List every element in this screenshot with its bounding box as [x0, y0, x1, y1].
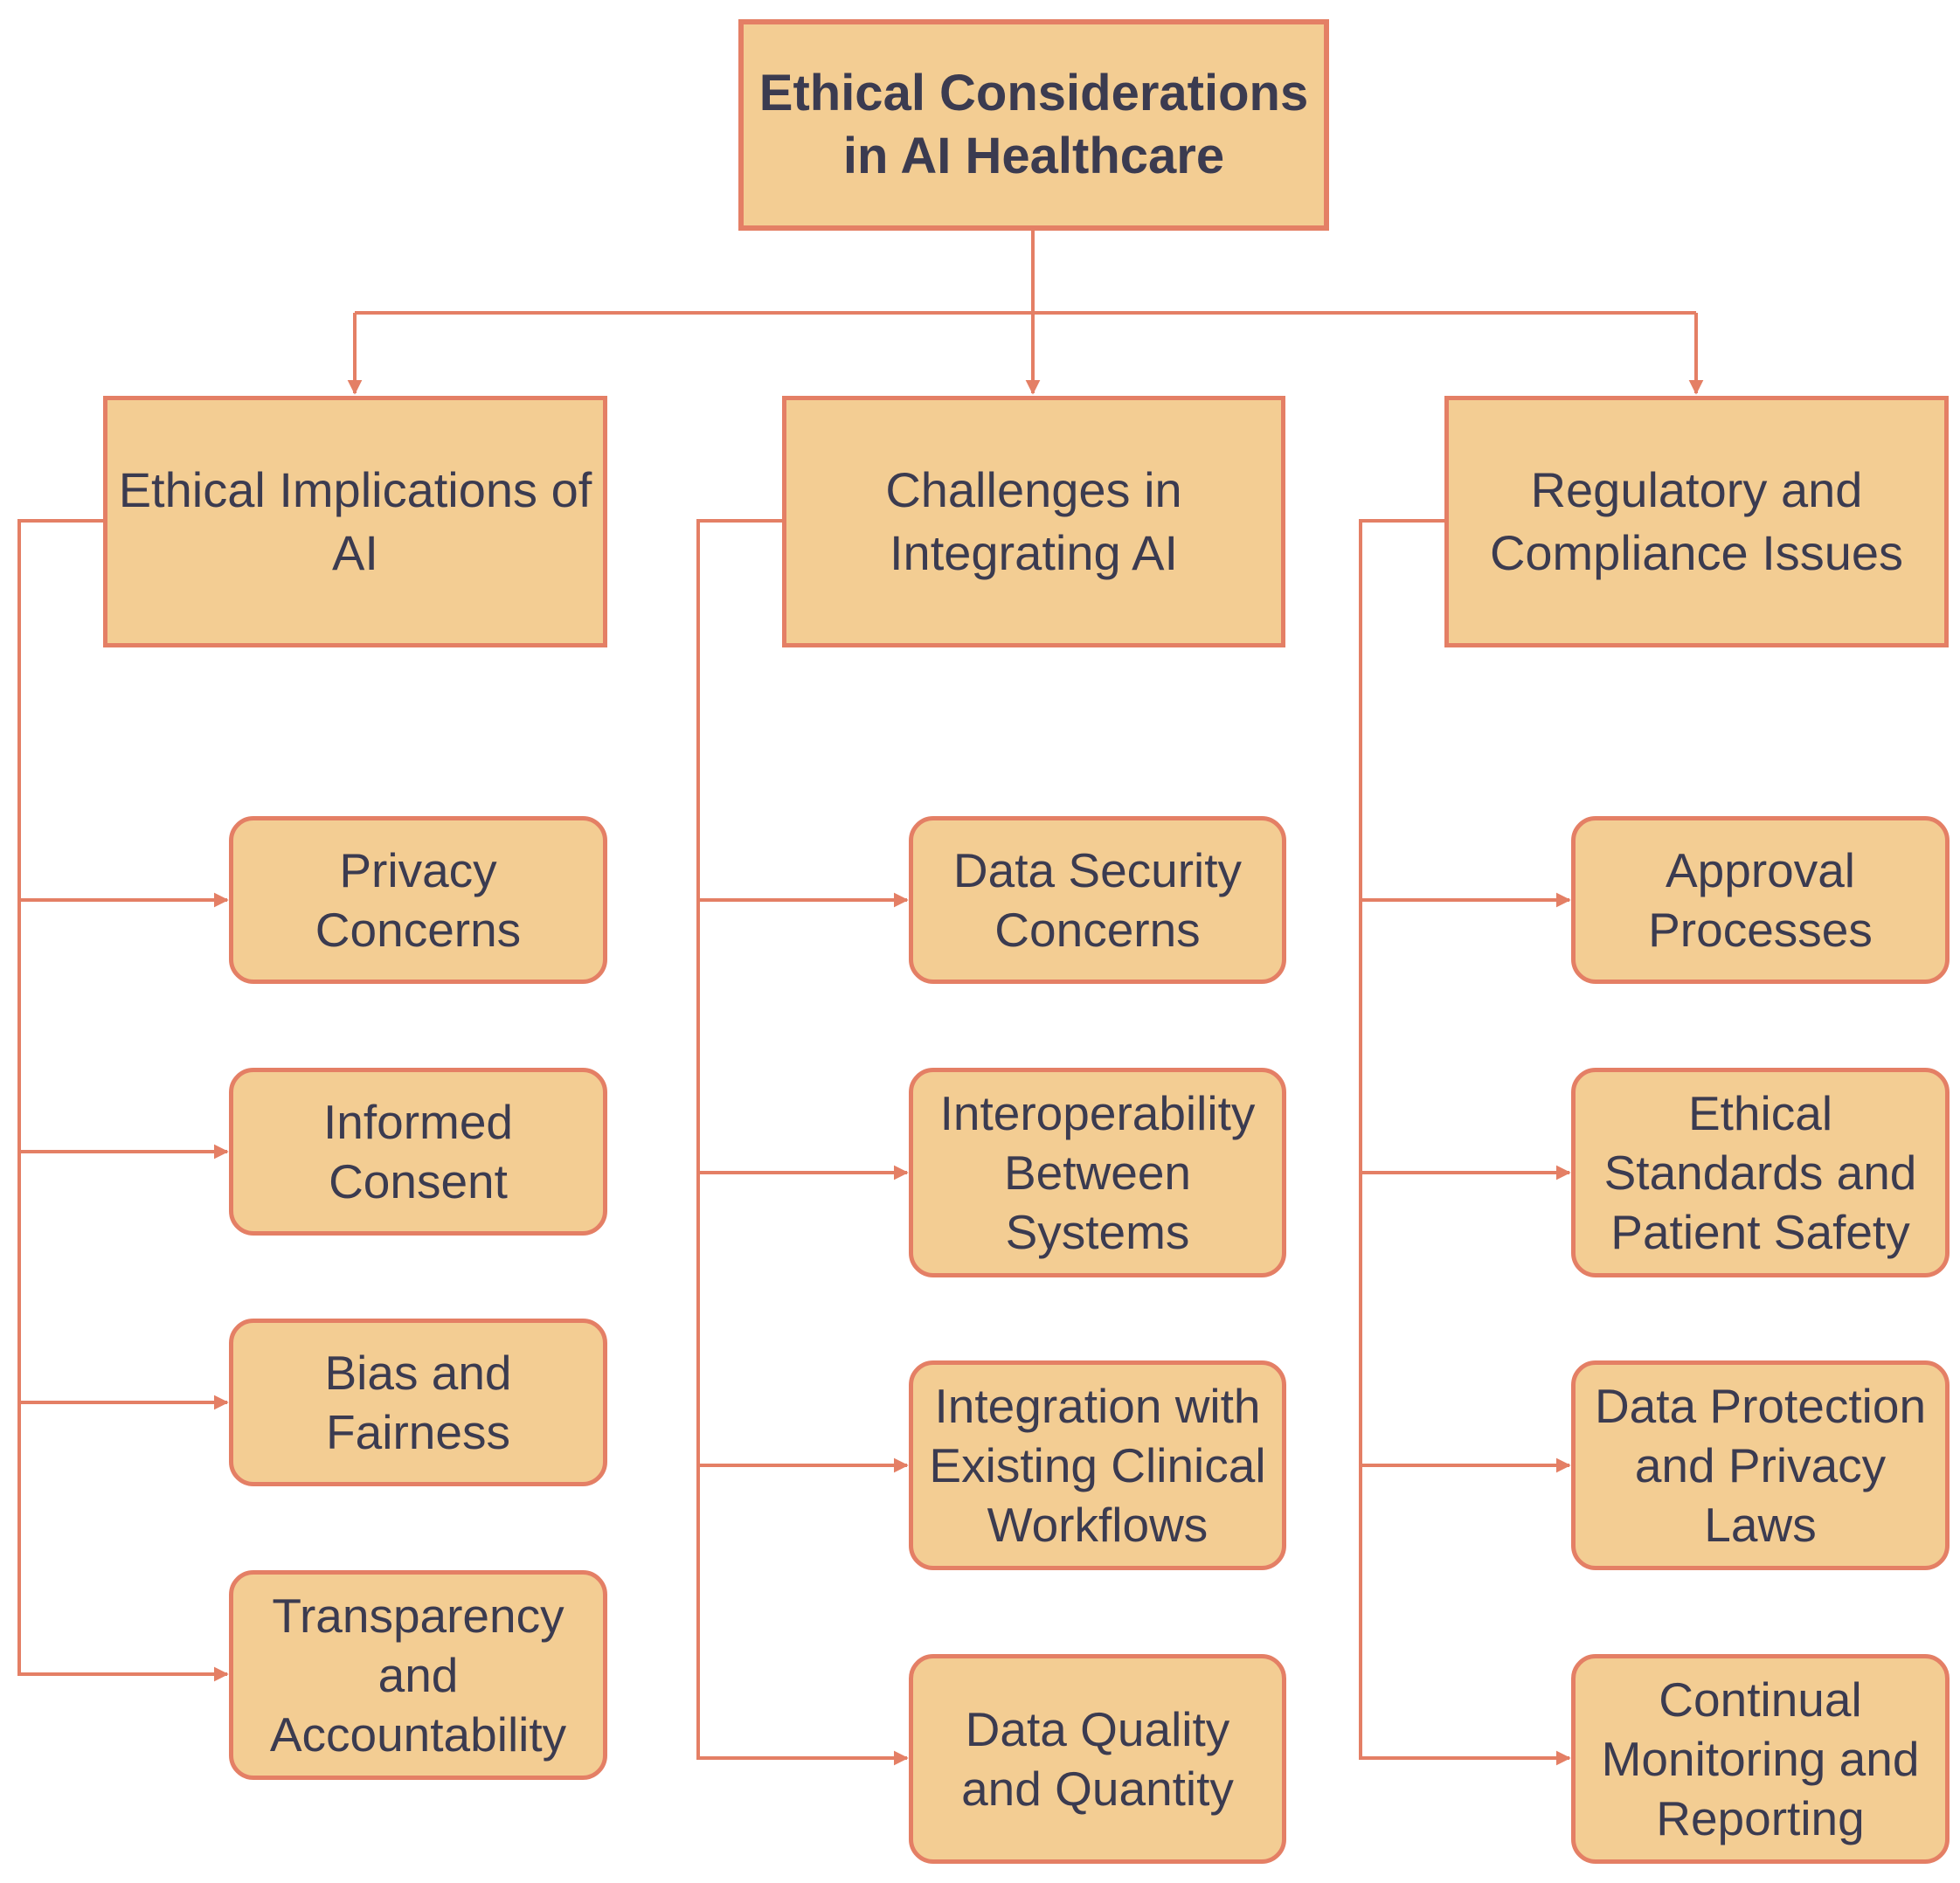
item-approval-processes: Approval Processes — [1571, 816, 1950, 984]
item-interoperability: Interoperability Between Systems — [909, 1068, 1286, 1277]
item-label: Data Security Concerns — [952, 843, 1243, 957]
root-label: Ethical Considerations in AI Healthcare — [758, 65, 1309, 184]
branch-label: Ethical Implications of AI — [118, 462, 592, 580]
item-informed-consent: Informed Consent — [229, 1068, 607, 1236]
branch-label: Challenges in Integrating AI — [885, 462, 1182, 580]
item-label: Interoperability Between Systems — [939, 1086, 1256, 1259]
item-label: Data Quality and Quantity — [961, 1702, 1234, 1816]
item-label: Data Protection and Privacy Laws — [1594, 1379, 1927, 1552]
item-label: Continual Monitoring and Reporting — [1601, 1672, 1920, 1845]
connector-branch-2-spine — [696, 519, 909, 1766]
item-label: Privacy Concerns — [315, 843, 522, 957]
branch-label: Regulatory and Compliance Issues — [1489, 462, 1904, 580]
branch-ethical-implications: Ethical Implications of AI — [103, 396, 607, 647]
connector-branch-3-spine — [1359, 519, 1571, 1766]
connector-branch-1-spine — [17, 519, 229, 1682]
item-integration-workflows: Integration with Existing Clinical Workf… — [909, 1360, 1286, 1570]
item-privacy-concerns: Privacy Concerns — [229, 816, 607, 984]
item-transparency-accountability: Transparency and Accountability — [229, 1570, 607, 1780]
item-label: Integration with Existing Clinical Workf… — [929, 1379, 1266, 1552]
item-data-protection-laws: Data Protection and Privacy Laws — [1571, 1360, 1950, 1570]
branch-regulatory-compliance: Regulatory and Compliance Issues — [1444, 396, 1949, 647]
item-label: Informed Consent — [322, 1095, 514, 1208]
item-ethical-standards-safety: Ethical Standards and Patient Safety — [1571, 1068, 1950, 1277]
item-label: Bias and Fairness — [324, 1346, 512, 1459]
root-node: Ethical Considerations in AI Healthcare — [738, 19, 1329, 231]
item-label: Approval Processes — [1648, 843, 1873, 957]
item-data-security-concerns: Data Security Concerns — [909, 816, 1286, 984]
item-bias-fairness: Bias and Fairness — [229, 1319, 607, 1486]
branch-challenges-integrating: Challenges in Integrating AI — [782, 396, 1285, 647]
item-label: Transparency and Accountability — [269, 1589, 567, 1762]
item-data-quality-quantity: Data Quality and Quantity — [909, 1654, 1286, 1864]
item-label: Ethical Standards and Patient Safety — [1603, 1086, 1917, 1259]
item-continual-monitoring: Continual Monitoring and Reporting — [1571, 1654, 1950, 1864]
